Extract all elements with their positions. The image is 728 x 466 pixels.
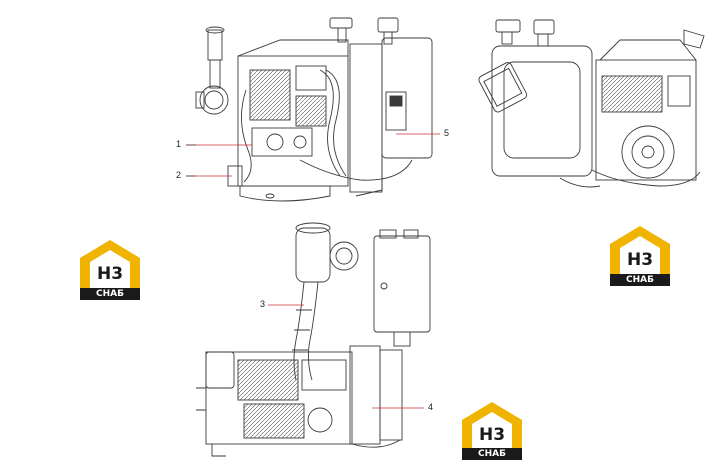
- logo-bottom-caption: СНАБ: [478, 449, 506, 459]
- callout-1: 1: [176, 139, 182, 149]
- logo-right-mark: H3: [627, 250, 654, 270]
- logo-left-mark: H3: [97, 264, 124, 284]
- engine-view-side-bottom: [196, 222, 431, 457]
- engine-view-rear-right: [478, 19, 705, 188]
- callout-5: 5: [444, 128, 450, 138]
- logo-right-caption: СНАБ: [626, 275, 654, 285]
- callout-2: 2: [176, 170, 182, 180]
- logo-mark-right: [610, 226, 670, 286]
- callout-3: 3: [260, 299, 266, 309]
- callout-4: 4: [428, 402, 434, 412]
- logo-mark-bottom: [462, 402, 522, 460]
- logo-bottom-mark: H3: [479, 425, 506, 445]
- engine-view-front-left: [195, 17, 433, 202]
- logo-mark-left: [80, 240, 140, 300]
- logo-left-caption: СНАБ: [96, 289, 124, 299]
